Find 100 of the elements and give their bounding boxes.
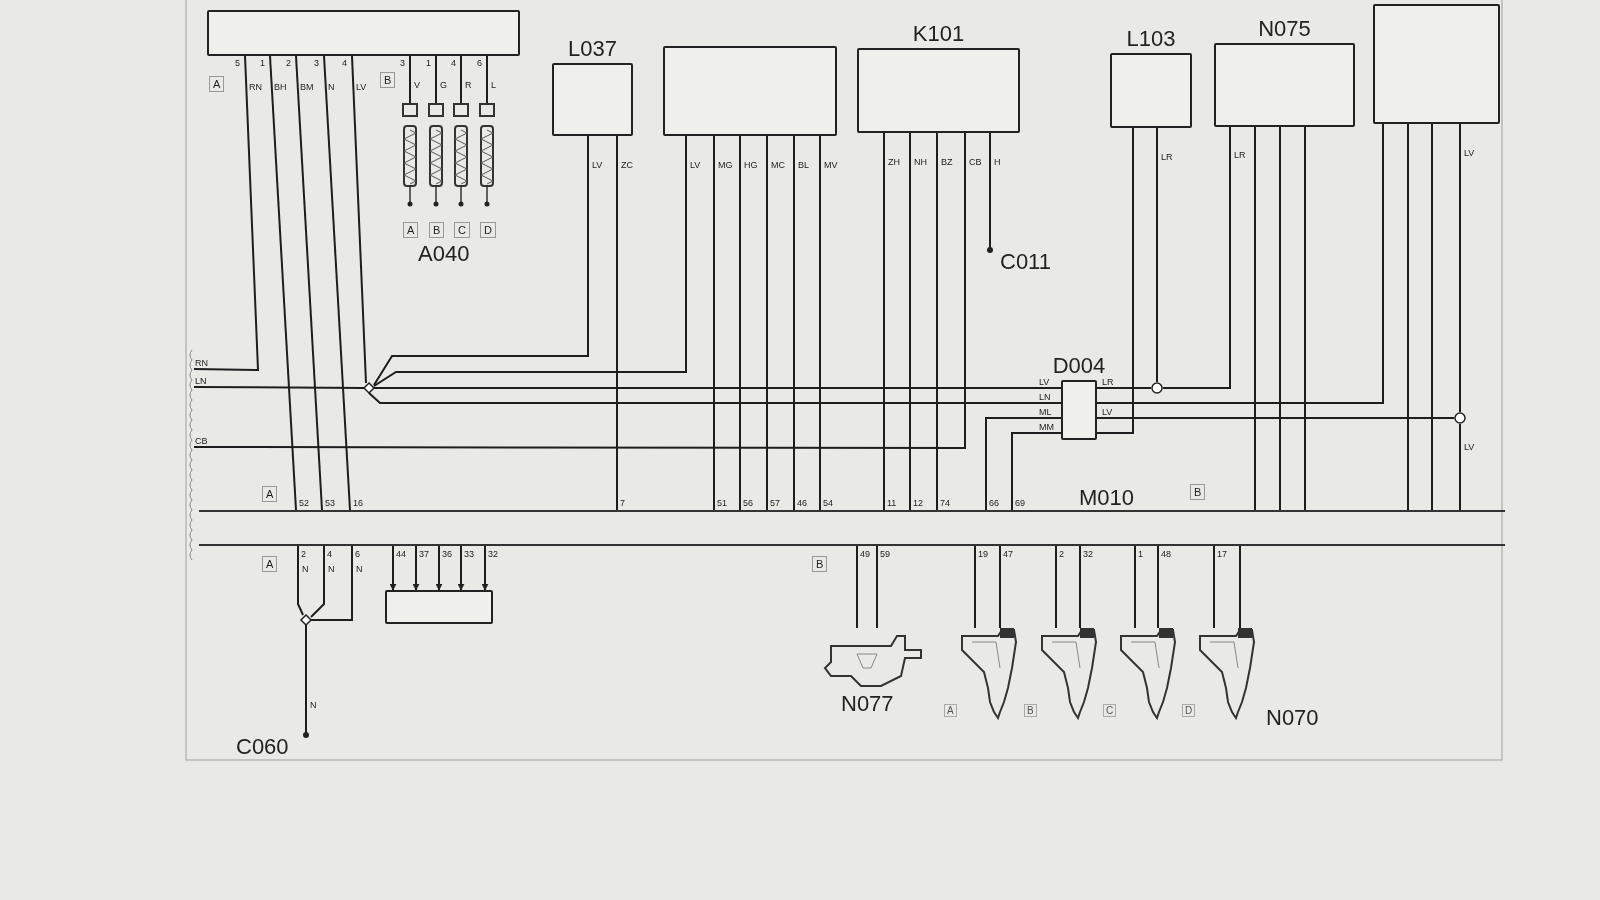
component-box [1373, 4, 1500, 124]
wire [1254, 126, 1256, 511]
wire [876, 545, 878, 629]
wire-code: MC [770, 160, 786, 170]
wire [351, 55, 367, 384]
wire [909, 132, 911, 511]
wire [373, 135, 687, 387]
component-label: N070 [1266, 706, 1319, 730]
wire [1304, 126, 1306, 511]
wire [297, 545, 304, 616]
component-box [207, 10, 520, 56]
wire-code: NH [913, 157, 928, 167]
component-label: D004 [1052, 354, 1106, 378]
wire [793, 135, 795, 511]
component-label: C060 [236, 735, 289, 759]
pin-number: 66 [989, 498, 999, 508]
wire-code: LN [1038, 392, 1052, 402]
connector-letter: A [262, 486, 278, 502]
wire-code: MG [717, 160, 734, 170]
pin-number: 4 [327, 549, 332, 559]
wire-code: RN [248, 82, 263, 92]
wire-code: ZH [887, 157, 901, 167]
wire-code: CB [968, 157, 983, 167]
wire-code: G [439, 80, 448, 90]
pin-number: 33 [464, 549, 474, 559]
pin-number: 51 [717, 498, 727, 508]
injector-letter: A [944, 704, 957, 717]
component-label: N075 [1258, 17, 1311, 41]
wire [936, 132, 938, 511]
pin-number: 48 [1161, 549, 1171, 559]
connector-letter: B [380, 72, 396, 88]
pin-number: 36 [442, 549, 452, 559]
connector-letter: A [262, 556, 278, 572]
wire [373, 387, 1062, 389]
component-label: K101 [912, 22, 965, 46]
pin-number: 1 [260, 58, 265, 68]
pin-number: 6 [355, 549, 360, 559]
component-box [663, 46, 837, 136]
component-label: M010 [1079, 486, 1135, 510]
connector-letter: D [480, 222, 496, 238]
pin-number: 4 [342, 58, 347, 68]
wire [323, 55, 351, 511]
pin-number: 11 [887, 498, 897, 508]
wire [1156, 127, 1158, 383]
component-label: C011 [1000, 250, 1051, 274]
wire-code: HG [743, 160, 759, 170]
pin-number: 16 [353, 498, 363, 508]
wire [1079, 545, 1081, 629]
connector-letter: B [812, 556, 828, 572]
wire [713, 135, 715, 511]
pin-number: 47 [1003, 549, 1013, 559]
injector-letter: D [1182, 704, 1196, 717]
arrow [389, 545, 397, 591]
wire [295, 55, 323, 511]
component-label: L037 [568, 37, 617, 61]
wire-code: N [309, 700, 318, 710]
wire-code: LV [1463, 148, 1476, 158]
wire-code: LN [195, 376, 207, 386]
wire [739, 135, 741, 511]
pin-number: 3 [314, 58, 319, 68]
wire [1162, 126, 1231, 389]
wire-code: BM [299, 82, 315, 92]
wire [616, 135, 618, 511]
wire-code: LV [1038, 377, 1051, 387]
pin-number: 2 [1059, 549, 1064, 559]
wire-code: RN [195, 358, 208, 368]
wire [1096, 127, 1134, 434]
wire-code: MV [823, 160, 839, 170]
pin-number: 53 [325, 498, 335, 508]
wire-code: N [355, 564, 364, 574]
wire [987, 132, 993, 253]
pin-number: 74 [940, 498, 950, 508]
wire [1279, 126, 1281, 511]
wire [1096, 123, 1384, 404]
pin-number: 7 [620, 498, 625, 508]
pin-number: 57 [770, 498, 780, 508]
connector-letter: A [209, 76, 225, 92]
wire-code: N [327, 564, 336, 574]
wire-code: LV [1463, 442, 1476, 452]
wire [269, 55, 297, 511]
wire-code: BL [797, 160, 810, 170]
wire [999, 545, 1001, 629]
pin-number: 49 [860, 549, 870, 559]
wire-code: V [413, 80, 421, 90]
arrow [412, 545, 420, 591]
wire [1431, 123, 1433, 511]
injector-letter: B [1024, 704, 1037, 717]
wire-code: LV [1101, 407, 1114, 417]
wire-code: LR [1101, 377, 1115, 387]
wire-code: R [464, 80, 473, 90]
wire-code: MM [1038, 422, 1055, 432]
wire [1459, 423, 1461, 511]
pin-number: 1 [1138, 549, 1143, 559]
wire [310, 545, 325, 618]
wire-code: H [993, 157, 1002, 167]
wire [1096, 387, 1152, 389]
wire-code: LR [1160, 152, 1174, 162]
wire [1239, 545, 1241, 629]
connector-letter: B [429, 222, 445, 238]
component-box [385, 590, 493, 624]
